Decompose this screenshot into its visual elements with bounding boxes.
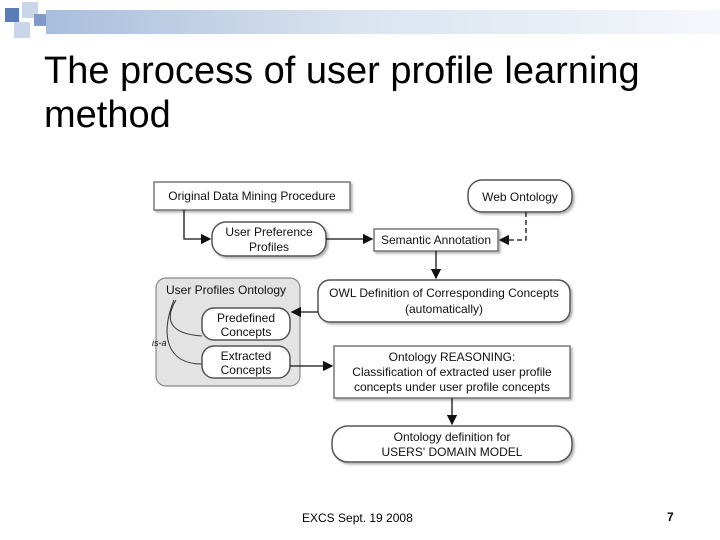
original-procedure-label: Original Data Mining Procedure (168, 189, 336, 203)
user-preference-line1: User Preference (225, 225, 313, 239)
page-number: 7 (667, 510, 674, 524)
is-a-label: is-a (152, 338, 167, 348)
slide-title: The process of user profile learning met… (44, 50, 640, 136)
extracted-concepts-box: Extracted Concepts (201, 345, 291, 379)
owl-definition-line1: OWL Definition of Corresponding Concepts (329, 286, 559, 300)
predefined-concepts-box: Predefined Concepts (201, 307, 291, 341)
original-procedure-box: Original Data Mining Procedure (153, 181, 351, 211)
ontology-definition-line2: USERS' DOMAIN MODEL (382, 445, 523, 459)
extracted-line2: Concepts (221, 363, 272, 377)
predefined-line2: Concepts (221, 325, 272, 339)
user-profiles-ontology-label: User Profiles Ontology (166, 283, 286, 297)
arrow-procedure-to-preference (183, 210, 212, 245)
ontology-reasoning-box: Ontology REASONING: Classification of ex… (333, 345, 571, 399)
ontology-reasoning-line3: concepts under user profile concepts (354, 380, 550, 394)
footer-text: EXCS Sept. 19 2008 (302, 511, 413, 525)
web-ontology-label: Web Ontology (482, 190, 558, 204)
user-preference-line2: Profiles (249, 240, 289, 254)
owl-definition-box: OWL Definition of Corresponding Concepts… (317, 279, 571, 323)
ontology-definition-box: Ontology definition for USERS' DOMAIN MO… (331, 425, 573, 463)
ontology-reasoning-line1: Ontology REASONING: (389, 350, 516, 364)
semantic-annotation-box: Semantic Annotation (373, 228, 499, 252)
header-bar (46, 10, 720, 34)
arrow-ontology-to-annotation (498, 212, 527, 246)
semantic-annotation-label: Semantic Annotation (381, 233, 491, 247)
predefined-line1: Predefined (217, 311, 275, 325)
owl-definition-line2: (automatically) (405, 302, 483, 316)
web-ontology-box: Web Ontology (467, 179, 573, 213)
corner-decoration (5, 2, 46, 38)
extracted-line1: Extracted (221, 349, 272, 363)
ontology-reasoning-line2: Classification of extracted user profile (352, 365, 552, 379)
process-diagram: Original Data Mining Procedure Web Ontol… (152, 179, 573, 463)
user-preference-profiles-box: User Preference Profiles (211, 221, 327, 257)
ontology-definition-line1: Ontology definition for (394, 430, 511, 444)
